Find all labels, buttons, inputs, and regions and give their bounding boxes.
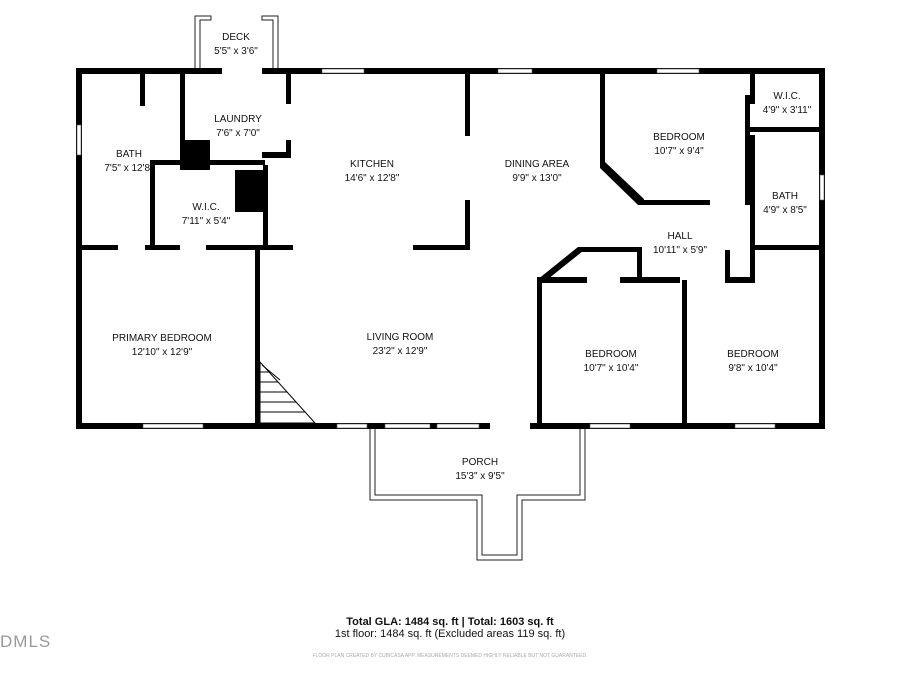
mls-logo: DMLS [0, 632, 52, 651]
walls [76, 68, 825, 429]
area-summary: Total GLA: 1484 sq. ft | Total: 1603 sq.… [335, 616, 565, 640]
total-area: Total GLA: 1484 sq. ft | Total: 1603 sq.… [346, 616, 554, 628]
credit-note: FLOOR PLAN CREATED BY CUBICASA APP. MEAS… [312, 653, 588, 659]
room-label-wic: W.I.C.4'9" x 3'11" [762, 91, 812, 116]
room-label-wic: W.I.C.7'11" x 5'4" [181, 202, 231, 227]
floor-area: 1st floor: 1484 sq. ft (Excluded areas 1… [334, 628, 566, 640]
windows-and-doors [76, 68, 825, 429]
deck-outline [194, 15, 279, 68]
porch-outline [369, 429, 586, 561]
stairs [259, 360, 317, 424]
